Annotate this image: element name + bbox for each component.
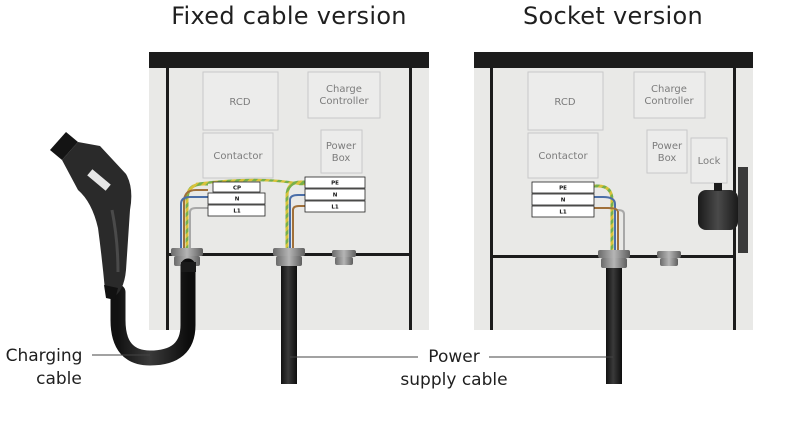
- charging-cable: [110, 258, 196, 366]
- socket-outlet-icon: [698, 167, 748, 253]
- socket-power-supply-cable: [606, 268, 622, 384]
- socket-power-box-label-2: Box: [658, 153, 677, 164]
- socket-power-supply-wires: [594, 184, 625, 252]
- fixed-terminal-right-n: N: [333, 193, 338, 199]
- fixed-power-supply-cable: [281, 266, 297, 384]
- socket-cable-glands: [598, 250, 681, 268]
- socket-terminal: PE N L1: [531, 181, 595, 218]
- power-supply-label-2: supply cable: [400, 370, 507, 390]
- fixed-power-supply-wires: [285, 180, 305, 250]
- fixed-terminal-right-pe: PE: [331, 181, 339, 187]
- socket-power-box-label-1: Power: [652, 141, 683, 152]
- fixed-rcd-module: [202, 71, 279, 131]
- socket-charge-controller-label-2: Controller: [644, 96, 694, 107]
- socket-box-top-bar: [474, 52, 753, 68]
- socket-contactor-label: Contactor: [538, 151, 588, 162]
- fixed-charge-controller-label-1: Charge: [326, 84, 362, 95]
- power-supply-label-1: Power: [428, 347, 479, 367]
- fixed-version-title: Fixed cable version: [171, 2, 407, 30]
- socket-terminal-pe: PE: [559, 186, 567, 192]
- fixed-contactor-label: Contactor: [213, 151, 263, 162]
- fixed-terminal-left-n: N: [235, 197, 240, 203]
- socket-power-box-module: [646, 129, 688, 174]
- fixed-cable-box: RCD Charge Controller Contactor Power Bo…: [149, 52, 429, 330]
- fixed-terminal-right: PE N L1: [304, 176, 366, 213]
- socket-charge-controller-module: [633, 71, 706, 119]
- fixed-power-box-module: [320, 129, 363, 174]
- fixed-box-left-rail: [166, 68, 169, 330]
- fixed-terminal-right-l1: L1: [331, 205, 339, 211]
- socket-charge-controller-label-1: Charge: [651, 84, 687, 95]
- fixed-terminal-left: CP N L1: [207, 181, 266, 217]
- socket-version-title: Socket version: [523, 2, 703, 30]
- socket-lock-module: [690, 137, 728, 184]
- charging-connector-icon: [50, 132, 132, 300]
- socket-lock-label: Lock: [698, 156, 721, 167]
- fixed-charge-controller-label-2: Controller: [319, 96, 369, 107]
- fixed-power-box-label-2: Box: [332, 153, 351, 164]
- fixed-terminal-left-cp: CP: [233, 186, 241, 192]
- fixed-power-box-label-1: Power: [326, 141, 357, 152]
- socket-rcd-label: RCD: [554, 97, 575, 108]
- fixed-rcd-label: RCD: [229, 97, 250, 108]
- charging-cable-label-2: cable: [36, 369, 82, 389]
- charging-cable-label-1: Charging: [6, 346, 83, 366]
- fixed-charge-controller-module: [307, 71, 381, 119]
- socket-terminal-l1: L1: [559, 210, 567, 216]
- fixed-charging-cable-wires: [180, 178, 305, 250]
- fixed-box-top-bar: [149, 52, 429, 68]
- socket-contactor-module: [527, 132, 599, 179]
- socket-terminal-n: N: [561, 198, 566, 204]
- socket-box-left-rail: [490, 68, 493, 330]
- socket-rcd-module: [527, 71, 604, 131]
- fixed-terminal-left-l1: L1: [233, 209, 241, 215]
- fixed-box-right-rail: [409, 68, 412, 330]
- fixed-contactor-module: [202, 132, 274, 179]
